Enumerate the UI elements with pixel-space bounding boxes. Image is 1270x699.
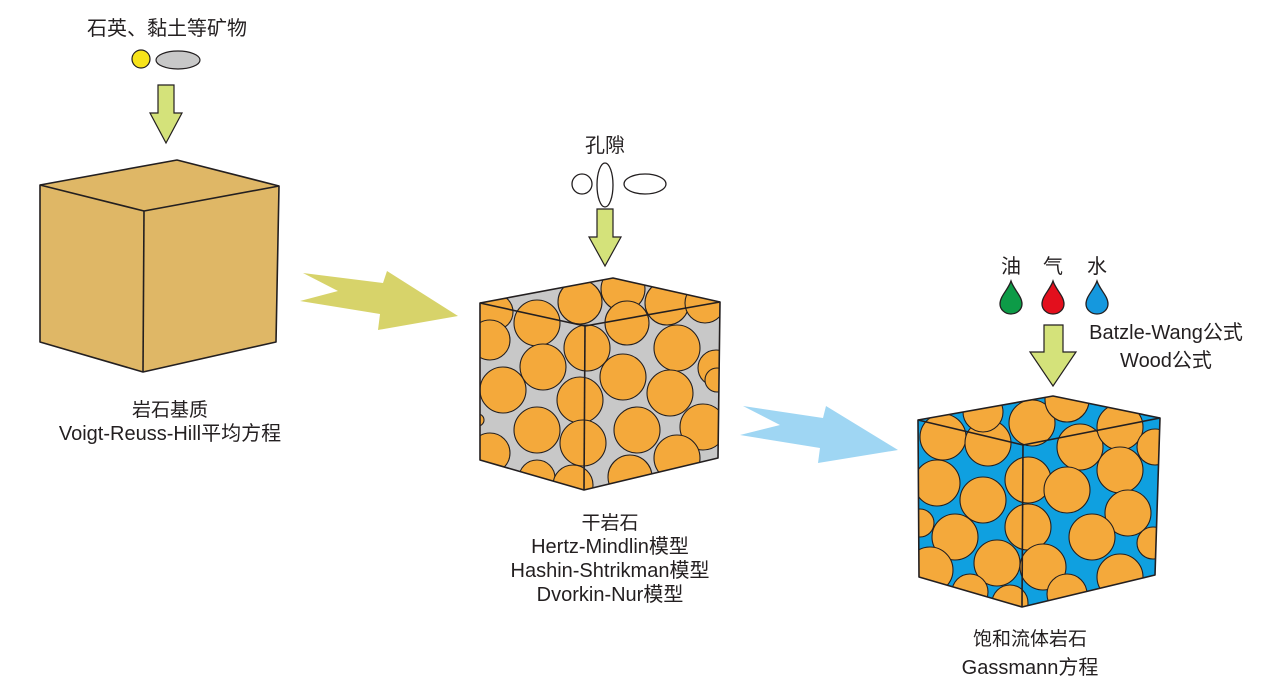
dry-rock-cube xyxy=(479,277,721,491)
mineral-grain xyxy=(559,419,607,467)
spherical-pore-icon xyxy=(571,173,593,195)
mineral-grain xyxy=(599,353,647,401)
mineral-grain xyxy=(480,319,511,361)
stage-model: Voigt-Reuss-Hill平均方程 xyxy=(58,423,282,445)
fluid-saturated-rock-cube xyxy=(917,395,1161,608)
water-droplet-icon xyxy=(1085,278,1109,315)
stage-model: Gassmann方程 xyxy=(961,657,1099,679)
fluid-label-gas: 气 xyxy=(1043,254,1063,278)
mineral-grain xyxy=(646,369,694,417)
stage-title: 干岩石 xyxy=(581,512,639,534)
mineral-grain xyxy=(1004,503,1052,551)
stage-model: Hashin-Shtrikman模型 xyxy=(510,560,710,582)
mineral-grain xyxy=(1136,428,1160,466)
mineral-grain xyxy=(684,282,720,324)
fluid-label-water: 水 xyxy=(1087,254,1107,278)
stage-model: Dvorkin-Nur模型 xyxy=(536,584,684,606)
mineral-grain xyxy=(513,406,561,454)
pores-title: 孔隙 xyxy=(585,133,625,157)
down-arrow-pores xyxy=(587,208,623,268)
stage-label-rock-matrix: 岩石基质 Voigt-Reuss-Hill平均方程 xyxy=(40,398,300,446)
oil-droplet-icon xyxy=(999,278,1023,315)
down-arrow-minerals xyxy=(149,84,183,145)
horizontal-crack-pore-icon xyxy=(623,173,667,195)
formula-wood: Wood公式 xyxy=(1120,350,1212,372)
mineral-grain xyxy=(653,324,701,372)
mineral-grain xyxy=(604,300,650,346)
mineral-grain xyxy=(919,413,967,461)
stage-model: Hertz-Mindlin模型 xyxy=(531,536,689,558)
mineral-grain xyxy=(607,454,653,490)
arrow-dry-to-saturated xyxy=(740,406,898,463)
mineral-grain xyxy=(556,376,604,424)
gas-droplet-icon xyxy=(1041,278,1065,315)
vertical-crack-pore-icon xyxy=(596,162,614,208)
clay-grain-icon xyxy=(155,50,201,70)
mineral-grain xyxy=(518,459,556,490)
mineral-grain xyxy=(1136,526,1160,560)
mineral-grain xyxy=(1068,513,1116,561)
mineral-grain xyxy=(519,343,567,391)
mineral-grain xyxy=(1096,553,1144,601)
fluid-formulas: Batzle-Wang公式 Wood公式 xyxy=(1066,321,1266,373)
mineral-grain xyxy=(552,464,594,490)
arrow-matrix-to-dry xyxy=(300,271,458,330)
mineral-grain xyxy=(563,324,611,372)
mineral-grain xyxy=(513,299,561,347)
mineral-grain xyxy=(1096,403,1144,451)
mineral-grain xyxy=(1046,573,1088,607)
mineral-grain xyxy=(653,434,701,482)
down-arrow-fluids xyxy=(1028,324,1078,388)
stage-label-saturated-rock: 饱和流体岩石 Gassmann方程 xyxy=(920,627,1140,680)
mineral-grain xyxy=(704,367,720,393)
minerals-title: 石英、黏土等矿物 xyxy=(87,16,247,40)
stage-title: 岩石基质 xyxy=(131,399,208,421)
mineral-grain xyxy=(480,413,485,427)
mineral-grain xyxy=(931,513,979,561)
mineral-grain xyxy=(644,280,690,326)
mineral-grain xyxy=(918,459,961,507)
mineral-grain xyxy=(962,396,1004,433)
mineral-grain xyxy=(918,508,935,538)
stage-label-dry-rock: 干岩石 Hertz-Mindlin模型 Hashin-Shtrikman模型 D… xyxy=(490,511,730,607)
mineral-grain xyxy=(1004,456,1052,504)
mineral-grain xyxy=(1104,489,1152,537)
mineral-grain xyxy=(918,546,954,594)
formula-batzle-wang: Batzle-Wang公式 xyxy=(1089,322,1243,344)
stage-title: 饱和流体岩石 xyxy=(972,628,1087,650)
mineral-grain xyxy=(480,366,527,414)
mineral-grain xyxy=(959,476,1007,524)
mineral-grain xyxy=(1043,466,1091,514)
rock-matrix-cube xyxy=(39,159,280,373)
mineral-grain xyxy=(679,403,720,451)
fluid-label-oil: 油 xyxy=(1001,254,1021,278)
quartz-grain-icon xyxy=(131,49,151,69)
mineral-grain xyxy=(613,406,661,454)
mineral-grain xyxy=(1096,446,1144,494)
